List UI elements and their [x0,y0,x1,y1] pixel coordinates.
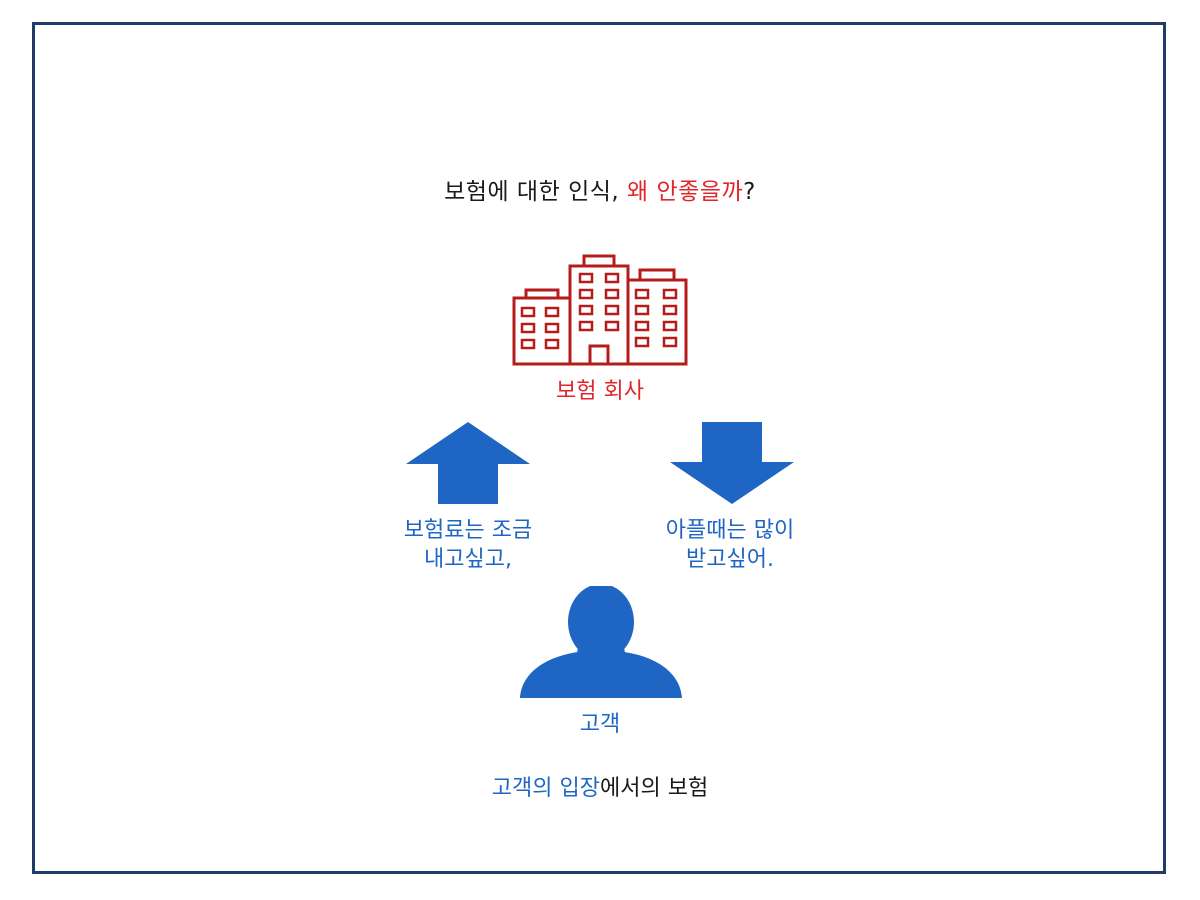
right-caption-line-1: 아플때는 많이 [665,518,795,543]
bottom-caption: 고객의 입장에서의 보험 [0,770,1200,802]
left-caption-line-1: 보험료는 조금 [403,518,533,543]
title-part-1: 보험에 대한 인식, [444,179,628,205]
arrow-up-icon [406,422,530,504]
diagram-title: 보험에 대한 인식, 왜 안좋을까? [0,172,1200,206]
arrow-down-icon [670,422,794,504]
left-caption-line-2: 내고싶고, [424,547,512,572]
title-part-3: ? [743,179,756,205]
bottom-rest: 에서의 보험 [600,776,709,801]
company-label: 보험 회사 [556,379,644,404]
title-accent: 왜 안좋을까 [627,179,744,205]
person-icon [516,586,686,702]
left-caption: 보험료는 조금 내고싶고, [368,516,568,574]
bottom-accent: 고객의 입장 [491,776,600,801]
building-icon [510,252,690,368]
right-caption-line-2: 받고싶어. [686,547,774,572]
customer-label: 고객 [579,712,621,737]
right-caption: 아플때는 많이 받고싶어. [630,516,830,574]
diagram-frame [32,22,1166,874]
